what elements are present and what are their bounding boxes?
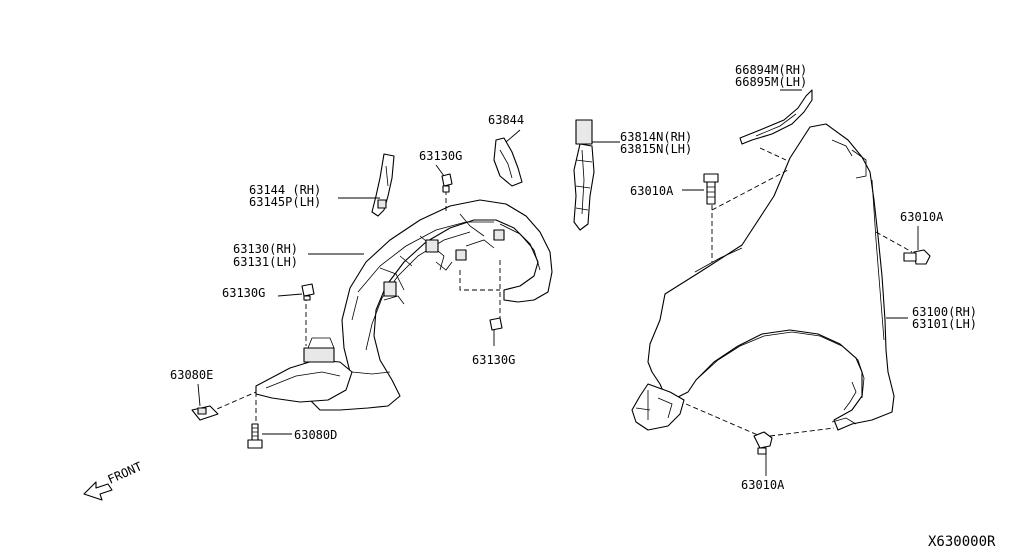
label-63010a-right: 63010A bbox=[900, 210, 944, 224]
label-63144: 63144 (RH) bbox=[249, 183, 321, 197]
label-63010a-bottom: 63010A bbox=[741, 478, 785, 492]
fender-lower-bracket bbox=[631, 383, 685, 431]
front-label: FRONT bbox=[106, 459, 145, 486]
label-63844: 63844 bbox=[488, 113, 524, 127]
label-63080e: 63080E bbox=[170, 368, 213, 382]
label-63145p: 63145P(LH) bbox=[249, 195, 321, 209]
splash-guard bbox=[255, 337, 353, 403]
label-63130: 63130(RH) bbox=[233, 242, 298, 256]
bolt-63010a-right bbox=[903, 249, 931, 265]
diagram-code: X630000R bbox=[928, 534, 996, 550]
label-63080d: 63080D bbox=[294, 428, 337, 442]
seal-63844 bbox=[493, 137, 523, 187]
bracket-63144 bbox=[371, 153, 395, 217]
label-63130g-left: 63130G bbox=[222, 286, 265, 300]
bracket-63814n bbox=[573, 119, 595, 231]
label-63010a-top: 63010A bbox=[630, 184, 674, 198]
label-63130g-top: 63130G bbox=[419, 149, 462, 163]
clip-63130g-top bbox=[441, 173, 453, 193]
screw-63080d bbox=[247, 423, 263, 449]
front-fender bbox=[647, 123, 895, 431]
label-63100: 63100(RH) bbox=[912, 305, 977, 319]
nut-63080e bbox=[191, 405, 219, 421]
bolt-63010a-top bbox=[703, 173, 719, 205]
fender-protector bbox=[309, 199, 553, 411]
bolt-63010a-bottom bbox=[753, 431, 773, 455]
clip-63130g-bottom bbox=[489, 317, 503, 331]
label-63131: 63131(LH) bbox=[233, 255, 298, 269]
label-63130g-bottom: 63130G bbox=[472, 353, 515, 367]
label-63101: 63101(LH) bbox=[912, 317, 977, 331]
label-63814n: 63814N(RH) bbox=[620, 130, 692, 144]
clip-63130g-left bbox=[301, 283, 315, 301]
label-66894m: 66894M(RH) bbox=[735, 63, 807, 77]
front-arrow: FRONT bbox=[83, 459, 145, 501]
label-63815n: 63815N(LH) bbox=[620, 142, 692, 156]
fender-molding bbox=[739, 89, 813, 145]
label-66895m: 66895M(LH) bbox=[735, 75, 807, 89]
